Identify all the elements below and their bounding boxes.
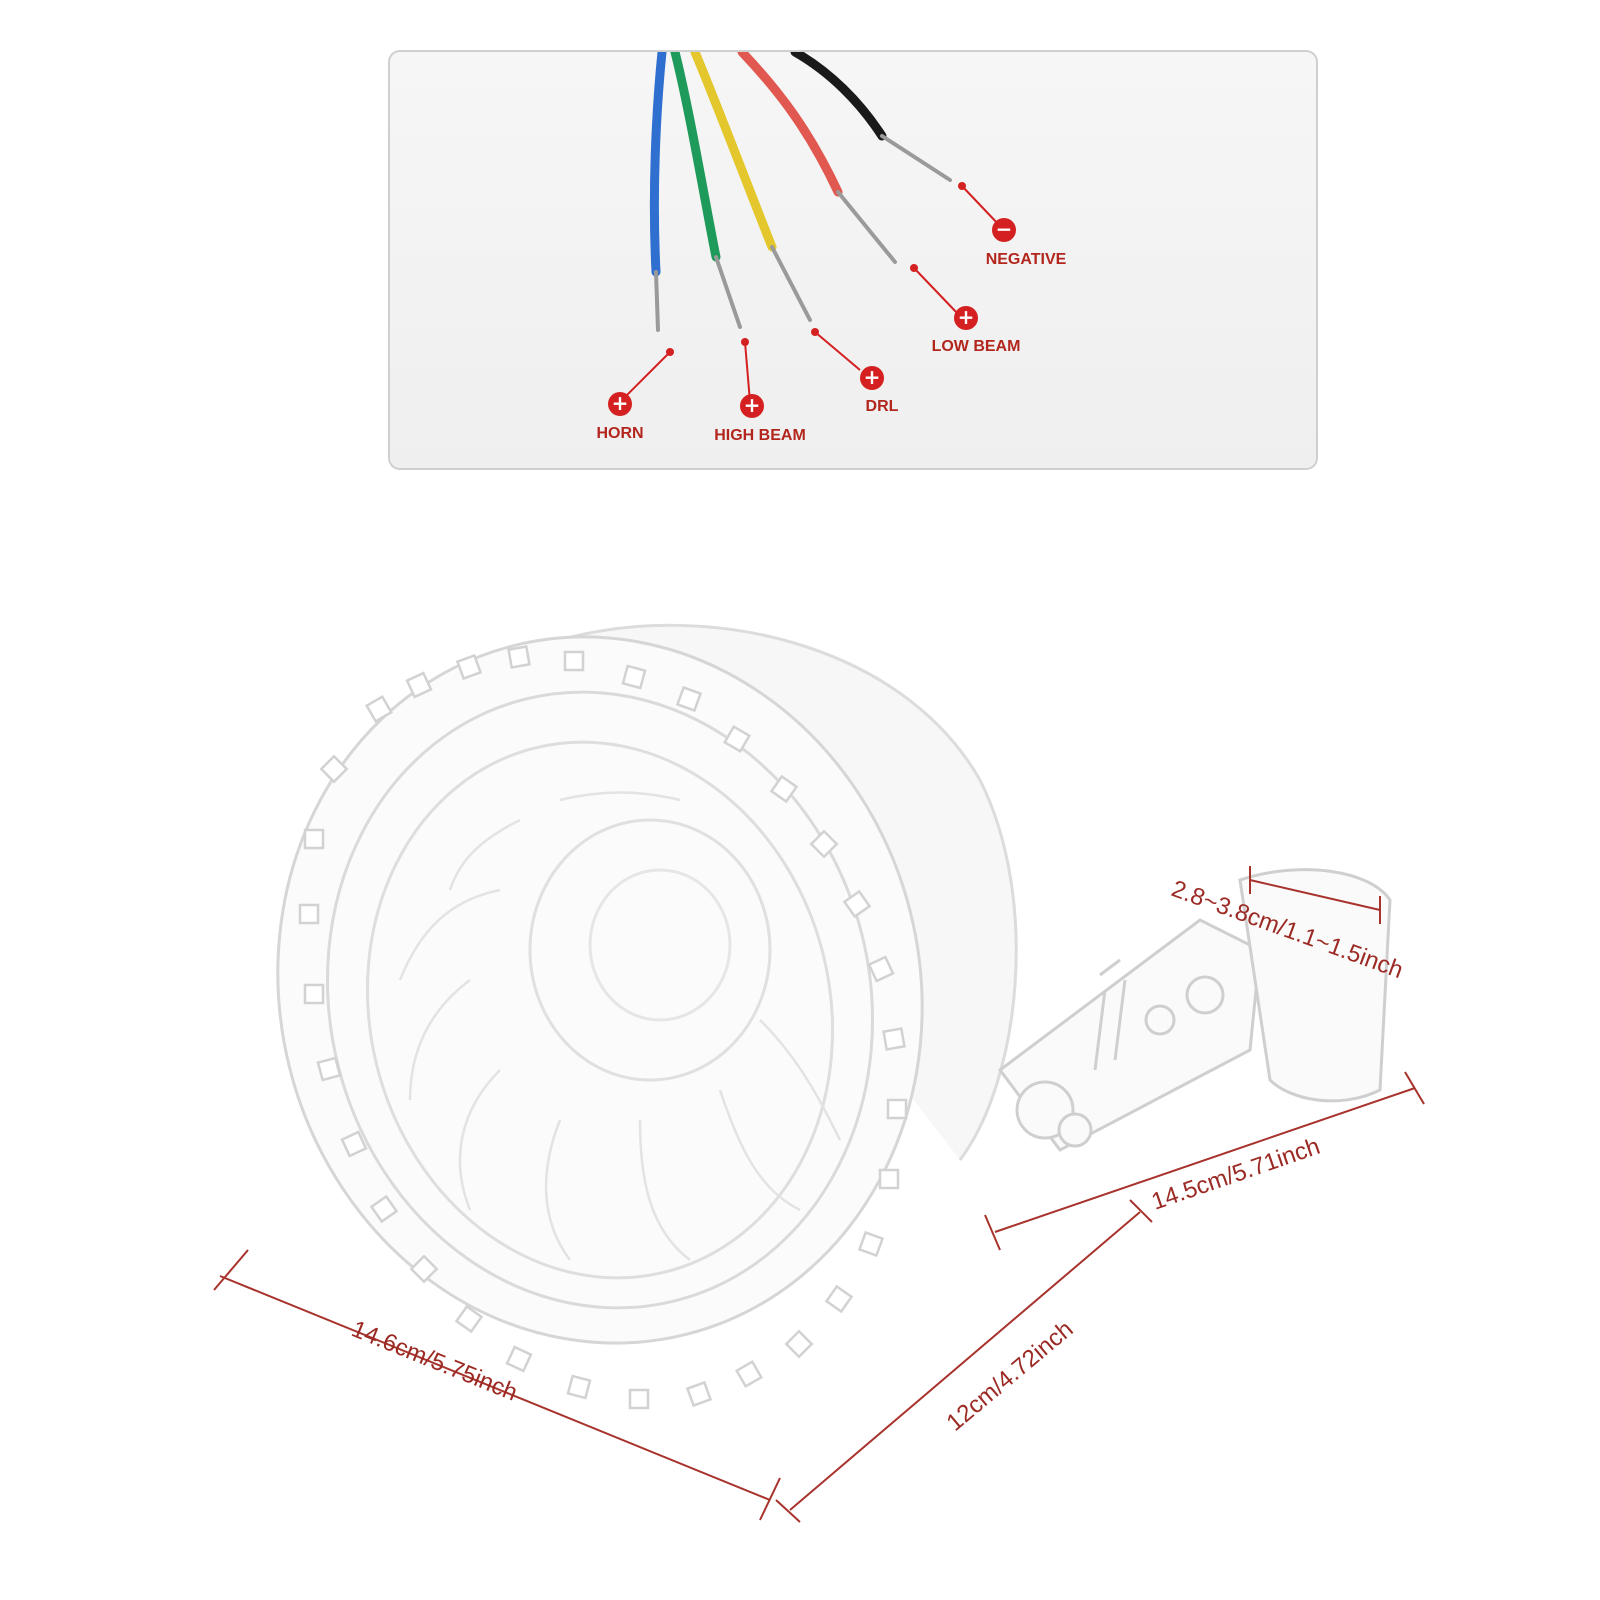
label-depth: 12cm/4.72inch [942, 1316, 1079, 1437]
dim-depth [775, 1199, 1153, 1523]
label-drl: DRL [866, 398, 899, 415]
terminal-low-beam [836, 190, 897, 264]
leader-negative [961, 185, 1001, 227]
terminal-horn [654, 270, 660, 332]
projector [528, 818, 772, 1082]
badge-low-beam: + [954, 305, 978, 330]
dot-negative [958, 182, 966, 190]
badge-drl: + [860, 365, 884, 390]
polarity-icon: + [864, 365, 881, 389]
badge-high-beam: + [740, 393, 764, 418]
dim-diameter [213, 1249, 781, 1521]
dimension-lines [213, 866, 1425, 1523]
bracket-screw [1185, 975, 1225, 1015]
mount-bracket [997, 868, 1392, 1152]
wire-low-beam [737, 52, 843, 197]
leader-low-beam [913, 267, 959, 315]
terminal-high-beam [714, 255, 742, 329]
marker-dots [666, 182, 966, 356]
leader-high-beam [744, 341, 751, 403]
label-diameter: 14.6cm/5.75inch [348, 1316, 521, 1407]
bracket-clamp [1238, 868, 1392, 1103]
leader-horn [621, 351, 671, 401]
dim-bracket-length [984, 1071, 1425, 1251]
label-horn: HORN [596, 425, 643, 442]
wire-labels: HORN HIGH BEAM DRL LOW BEAM NEGATIVE [596, 251, 1066, 444]
label-negative: NEGATIVE [986, 251, 1067, 268]
polarity-icon: + [744, 393, 761, 417]
dim-clamp-range [1249, 866, 1381, 924]
polarity-icon: + [958, 305, 975, 329]
polarity-icon: − [996, 217, 1013, 241]
dot-high-beam [741, 338, 749, 346]
lens [365, 740, 835, 1280]
polarity-badges: + + + + − [608, 217, 1016, 418]
terminal-drl [770, 245, 812, 322]
wire-drl [690, 52, 777, 252]
dot-drl [811, 328, 819, 336]
dot-low-beam [910, 264, 918, 272]
badge-horn: + [608, 391, 632, 416]
label-bracket-length: 14.5cm/5.71inch [1148, 1133, 1323, 1216]
bracket-nut [1057, 1112, 1093, 1148]
label-high-beam: HIGH BEAM [714, 427, 806, 444]
wire-horn [649, 52, 667, 277]
leader-drl [814, 331, 861, 371]
terminal-negative [880, 134, 952, 182]
projector-lens [588, 868, 732, 1022]
bezel-teeth [298, 645, 908, 1410]
leader-lines [621, 185, 1001, 403]
wiring-panel: + + + + − HORN HIGH BEAM DRL LOW BEAM NE… [388, 50, 1318, 470]
bracket-hole [1144, 1004, 1176, 1036]
headlight [276, 623, 1392, 1410]
wires [649, 52, 887, 277]
wire-high-beam [670, 52, 721, 262]
bezel-outer [276, 635, 924, 1345]
label-low-beam: LOW BEAM [932, 338, 1021, 355]
terminals [654, 134, 952, 332]
wire-negative [790, 52, 887, 141]
wiring-diagram: + + + + − HORN HIGH BEAM DRL LOW BEAM NE… [596, 52, 1067, 444]
reflector-fins [398, 791, 842, 1261]
dot-horn [666, 348, 674, 356]
polarity-icon: + [612, 391, 629, 415]
badge-negative: − [992, 217, 1016, 242]
